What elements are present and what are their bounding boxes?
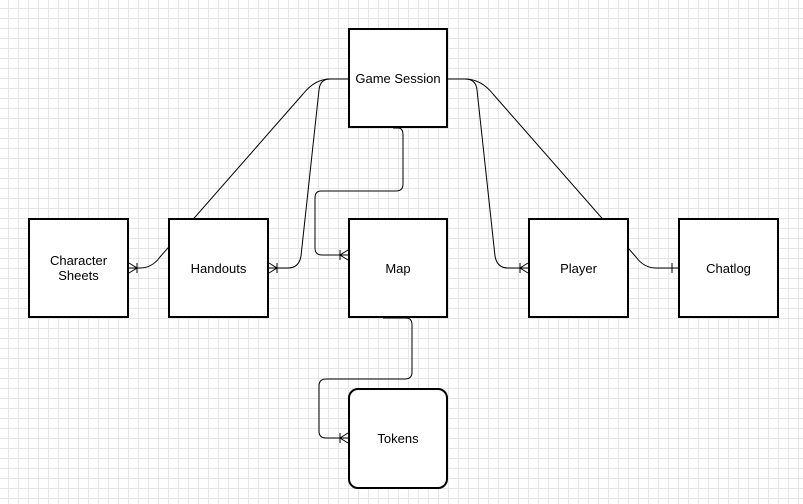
edge-game-session-map	[314, 127, 404, 261]
node-label: Map	[385, 260, 411, 276]
crows-foot-marker	[519, 262, 529, 274]
edge-game-session-character-sheets	[128, 78, 348, 274]
node-map[interactable]: Map	[348, 218, 448, 318]
crows-foot-marker	[268, 262, 278, 274]
node-label: Game Session	[355, 70, 441, 86]
node-label: Handouts	[190, 260, 247, 276]
node-player[interactable]: Player	[528, 218, 629, 318]
crows-foot-marker	[339, 432, 349, 444]
node-game-session[interactable]: Game Session	[348, 28, 448, 128]
node-handouts[interactable]: Handouts	[168, 218, 269, 318]
node-tokens[interactable]: Tokens	[348, 388, 448, 489]
crows-foot-marker	[128, 262, 138, 274]
node-character-sheets[interactable]: Character Sheets	[28, 218, 129, 318]
edge-game-session-handouts	[268, 78, 348, 274]
crows-foot-marker	[339, 249, 349, 261]
edge-game-session-player	[447, 78, 529, 274]
node-label: Tokens	[377, 431, 419, 446]
node-label: Player	[560, 260, 597, 276]
edge-game-session-chatlog	[447, 78, 678, 273]
node-label: Chatlog	[706, 260, 751, 276]
node-chatlog[interactable]: Chatlog	[678, 218, 779, 318]
node-label: Character Sheets	[49, 253, 108, 283]
edge-map-tokens	[318, 317, 413, 444]
